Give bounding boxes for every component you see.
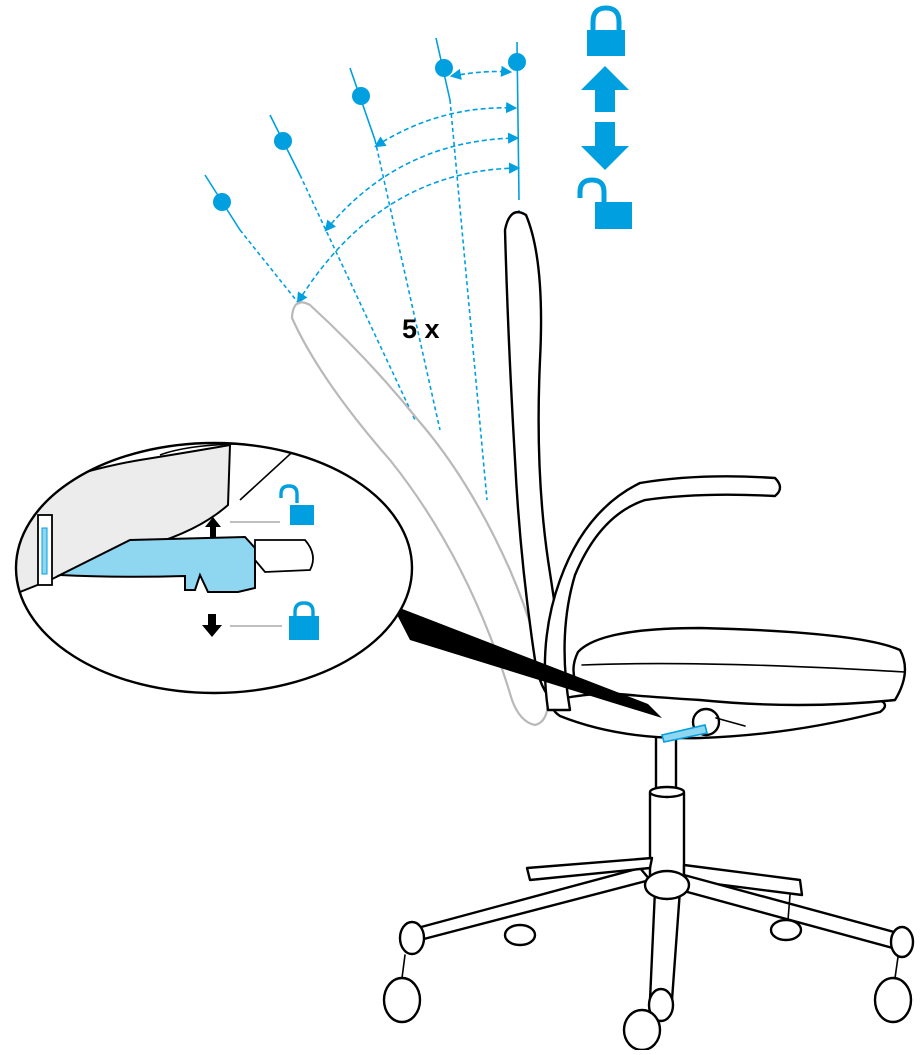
castor-back-left xyxy=(505,925,535,945)
cylinder-housing xyxy=(650,790,684,882)
lock-closed-icon xyxy=(587,8,625,56)
arrow-up-icon xyxy=(581,66,629,112)
arc-arrow-2 xyxy=(376,108,515,146)
seat xyxy=(552,628,905,742)
castor-left xyxy=(384,922,424,1022)
lock-legend xyxy=(580,8,632,229)
repeat-count-label: 5 x xyxy=(402,314,440,344)
position-3 xyxy=(350,68,440,430)
castor-front xyxy=(624,989,673,1050)
arc-arrow-1 xyxy=(452,72,510,77)
seat-cushion xyxy=(573,628,905,705)
arc-arrow-3 xyxy=(326,138,517,230)
arc-arrow-4 xyxy=(298,168,518,302)
leg-front xyxy=(650,890,680,1000)
position-reclined xyxy=(205,175,300,305)
position-2 xyxy=(435,38,487,500)
base-hub xyxy=(645,871,689,899)
arrow-down-icon xyxy=(581,122,629,170)
position-4 xyxy=(270,115,415,420)
chair-base xyxy=(384,735,913,1050)
detail-callout xyxy=(0,443,412,693)
lock-open-icon xyxy=(580,180,632,229)
